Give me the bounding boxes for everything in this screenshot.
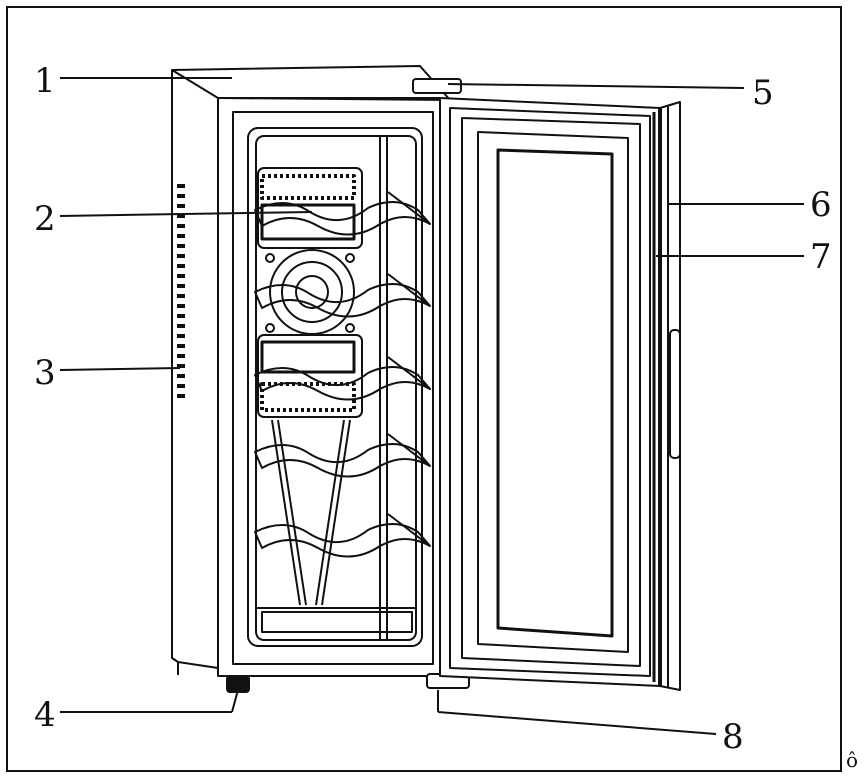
stray-glyph: ô — [846, 748, 859, 772]
leader-3 — [59, 367, 181, 371]
callout-3: 3 — [34, 353, 56, 393]
side-vents — [177, 184, 185, 398]
callout-7: 7 — [810, 237, 832, 277]
door-handle — [669, 329, 681, 459]
callout-2: 2 — [34, 199, 56, 239]
callout-4: 4 — [34, 695, 56, 735]
leader-5 — [447, 83, 745, 89]
top-hinge — [412, 78, 462, 94]
cabinet-front — [217, 97, 441, 677]
cooling-unit — [257, 167, 363, 418]
leader-8b — [437, 711, 717, 735]
callout-5: 5 — [752, 73, 774, 113]
callout-6: 6 — [810, 185, 832, 225]
wine-racks — [254, 191, 431, 558]
callout-8: 8 — [722, 717, 744, 757]
callout-leaders — [59, 77, 804, 735]
rack-supports — [256, 419, 416, 633]
leader-4b — [231, 689, 239, 713]
diagram-frame — [6, 6, 842, 772]
adjustable-foot — [226, 675, 250, 693]
leader-2 — [59, 211, 313, 217]
callout-1: 1 — [34, 61, 56, 101]
glass-door — [439, 97, 681, 691]
